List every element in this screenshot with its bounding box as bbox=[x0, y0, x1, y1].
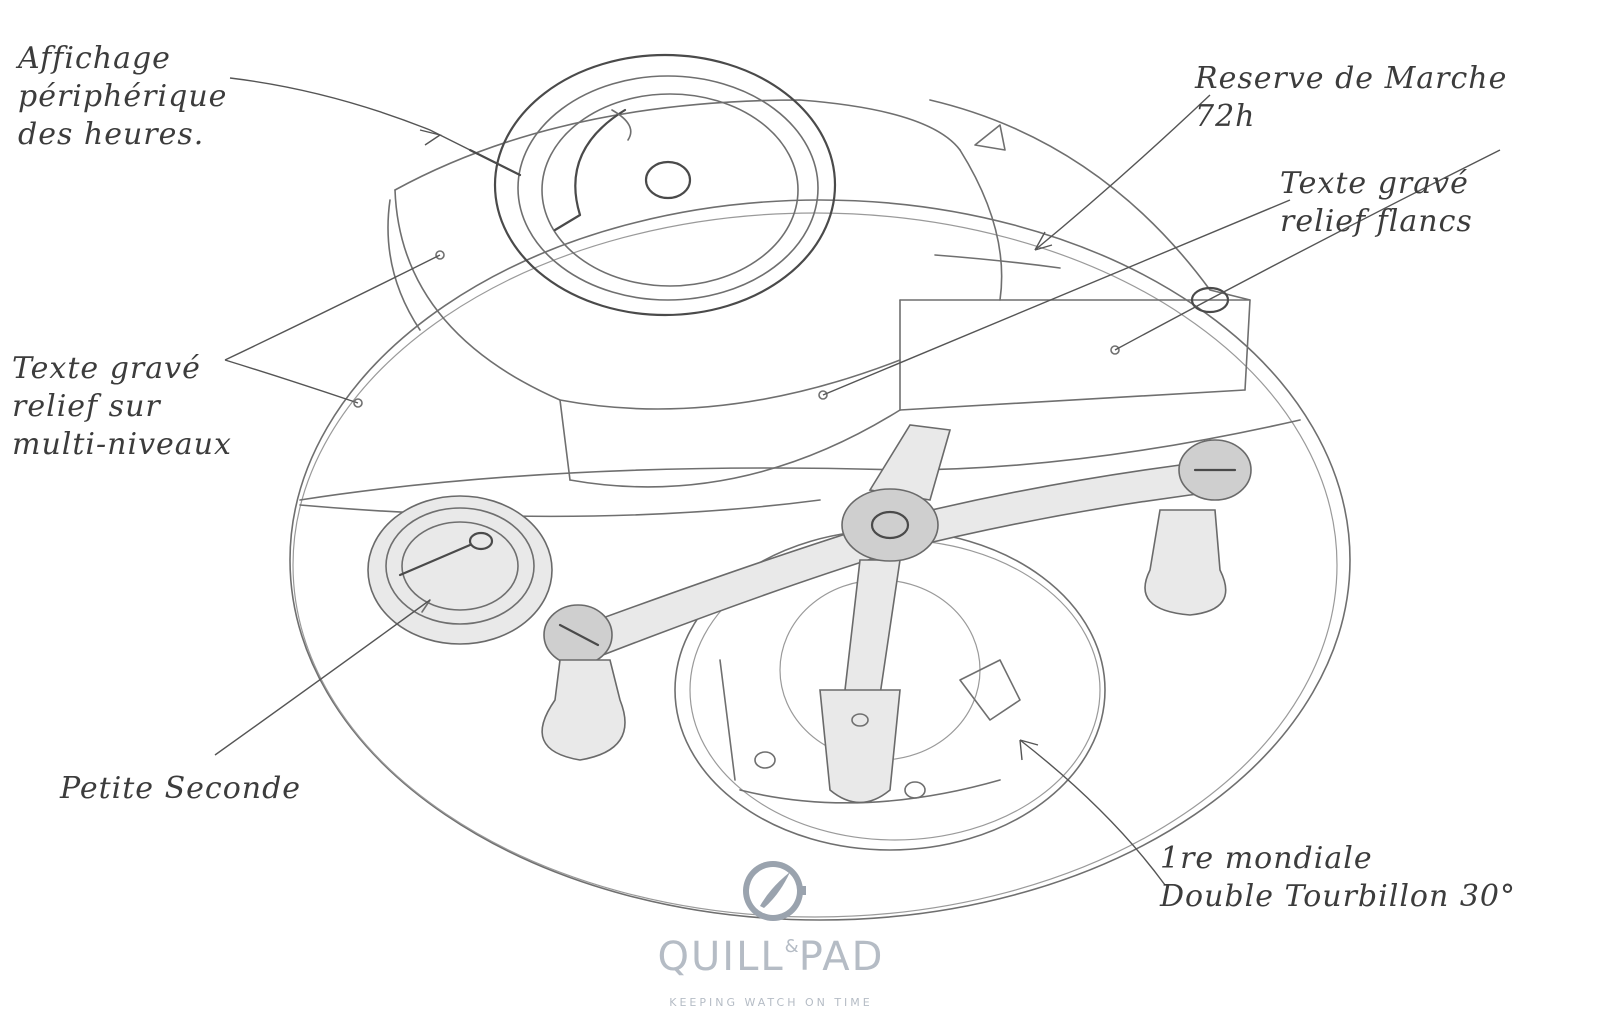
quill-logo-icon bbox=[743, 861, 806, 921]
power-reserve-module bbox=[899, 99, 1251, 411]
annotation-hour-display: Affichage périphérique des heures. bbox=[18, 41, 228, 152]
annotation-power-reserve: Reserve de Marche 72h bbox=[1195, 61, 1508, 134]
logo-wordmark: QUILL&PAD bbox=[636, 934, 906, 980]
annotation-engraved-flanks: Texte gravé relief flancs bbox=[1280, 166, 1473, 239]
annotation-double-tourbillon: 1re mondiale Double Tourbillon 30° bbox=[1160, 841, 1517, 914]
small-seconds-subdial bbox=[367, 495, 553, 645]
tourbillon-bridge bbox=[541, 424, 1252, 804]
logo-word-quill: QUILL bbox=[657, 934, 785, 980]
logo-ampersand: & bbox=[784, 936, 799, 957]
logo-tagline: KEEPING WATCH ON TIME bbox=[669, 996, 873, 1009]
annotation-leaders bbox=[214, 77, 1501, 886]
hour-display-module bbox=[387, 53, 961, 488]
annotation-engraved-multilevel: Texte gravé relief sur multi-niveaux bbox=[12, 351, 232, 462]
annotation-small-seconds: Petite Seconde bbox=[60, 771, 302, 806]
quill-and-pad-logo: QUILL&PAD KEEPING WATCH ON TIME bbox=[636, 858, 906, 1024]
logo-word-pad: PAD bbox=[798, 934, 885, 980]
